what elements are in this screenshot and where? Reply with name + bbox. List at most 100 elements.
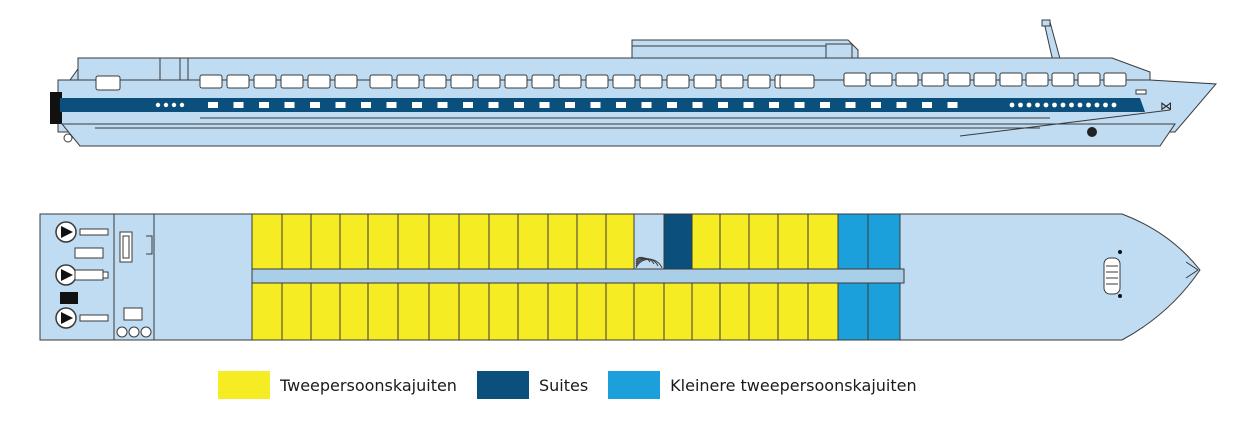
side-porthole [1103, 102, 1108, 108]
side-cabin-window [845, 102, 856, 108]
cabin-upper [458, 213, 490, 270]
side-cabin-window [871, 102, 881, 108]
legend-swatch-two-person [218, 371, 270, 399]
side-porthole-row [155, 102, 1117, 108]
deck-engine-panel [74, 269, 104, 281]
side-cabin-window [539, 102, 550, 108]
side-window [369, 74, 393, 89]
legend-swatch-small-two-person [608, 371, 661, 399]
side-window [226, 74, 250, 89]
side-cabin-window [641, 102, 652, 108]
deck-rear-circles [116, 326, 152, 338]
side-cabin-window [284, 102, 295, 108]
side-window [973, 72, 997, 87]
cabin-upper [605, 213, 635, 270]
side-porthole [1069, 102, 1074, 108]
side-cabin-window [794, 102, 805, 108]
side-window [450, 74, 474, 89]
side-window [1051, 72, 1075, 87]
side-porthole [1035, 102, 1040, 108]
side-cabin-window [361, 102, 371, 108]
cabin-lower [367, 282, 399, 341]
side-window [869, 72, 893, 87]
side-window [999, 72, 1023, 87]
side-stern-dark [50, 92, 62, 124]
side-propeller [63, 133, 73, 143]
side-window [280, 74, 304, 89]
side-cabin-window [692, 102, 703, 108]
deck-bow-marker [1118, 250, 1122, 254]
side-window [95, 75, 121, 91]
side-cabin-window [718, 102, 728, 108]
side-cabin-window [488, 102, 499, 108]
cabin-upper [867, 213, 901, 270]
side-cabin-window [743, 102, 754, 108]
cabin-lower [547, 282, 578, 341]
deck-cabin-grid [251, 213, 901, 341]
side-porthole [1086, 102, 1091, 108]
side-window [477, 74, 501, 89]
deck-bow-marker [1118, 294, 1122, 298]
side-cabin-window [565, 102, 575, 108]
side-window [396, 74, 420, 89]
side-window [1025, 72, 1049, 87]
side-window [612, 74, 636, 89]
side-cabin-window [259, 102, 269, 108]
legend-label-two-person: Tweepersoonskajuiten [280, 375, 457, 395]
legend-item-suite: Suites [476, 371, 589, 399]
cabin-lower [488, 282, 519, 341]
cabin-upper [339, 213, 369, 270]
side-window [1077, 72, 1101, 87]
cabin-suite [663, 213, 693, 270]
side-porthole [1018, 102, 1023, 108]
cabin-lower [777, 282, 809, 341]
cabin-upper [576, 213, 607, 270]
engine-shaft [79, 228, 109, 236]
side-cabin-window [820, 102, 830, 108]
side-window [585, 74, 609, 89]
cabin-lower [339, 282, 369, 341]
engine-arrow-icon [61, 269, 73, 281]
side-window [843, 72, 867, 87]
cabin-upper [310, 213, 341, 270]
side-window [693, 74, 717, 89]
cabin-upper [777, 213, 809, 270]
deck-spiral-stair [635, 256, 647, 261]
ship-side-view: ⋈ [50, 19, 1218, 147]
cabin-upper [748, 213, 779, 270]
cabin-upper [807, 213, 839, 270]
side-porthole [1043, 102, 1049, 108]
side-window [639, 74, 663, 89]
legend-item-small-two-person: Kleinere tweepersoonskajuiten [608, 371, 917, 399]
cabin-lower [458, 282, 490, 341]
side-cabin-window [667, 102, 677, 108]
cabin-lower [748, 282, 779, 341]
engine-arrow-icon [61, 312, 73, 324]
side-porthole [1052, 102, 1057, 108]
cabin-upper [837, 213, 869, 270]
cabin-upper [281, 213, 312, 270]
side-window [1103, 72, 1127, 87]
cabin-lower [281, 282, 312, 341]
cabin-upper [517, 213, 549, 270]
side-cabin-window [947, 102, 958, 108]
cabin-lower [633, 282, 665, 341]
deck-rear-hatch [123, 307, 143, 321]
legend-swatch-suite [476, 371, 529, 399]
side-window [895, 72, 919, 87]
cabin-lower [517, 282, 549, 341]
side-cabin-window [922, 102, 932, 108]
cabin-lower [310, 282, 341, 341]
side-window [423, 74, 447, 89]
side-cabin-window [310, 102, 320, 108]
side-cabin-window [208, 102, 218, 108]
side-porthole [1077, 102, 1083, 108]
side-porthole [1094, 102, 1100, 108]
cabin-lower [867, 282, 901, 341]
deck-bow-stair [1103, 257, 1121, 295]
cabin-upper [488, 213, 519, 270]
side-cabin-window [616, 102, 626, 108]
side-blue-stripe [60, 98, 1145, 112]
legend-label-suite: Suites [538, 375, 589, 395]
engine-arrow-icon [61, 226, 73, 238]
